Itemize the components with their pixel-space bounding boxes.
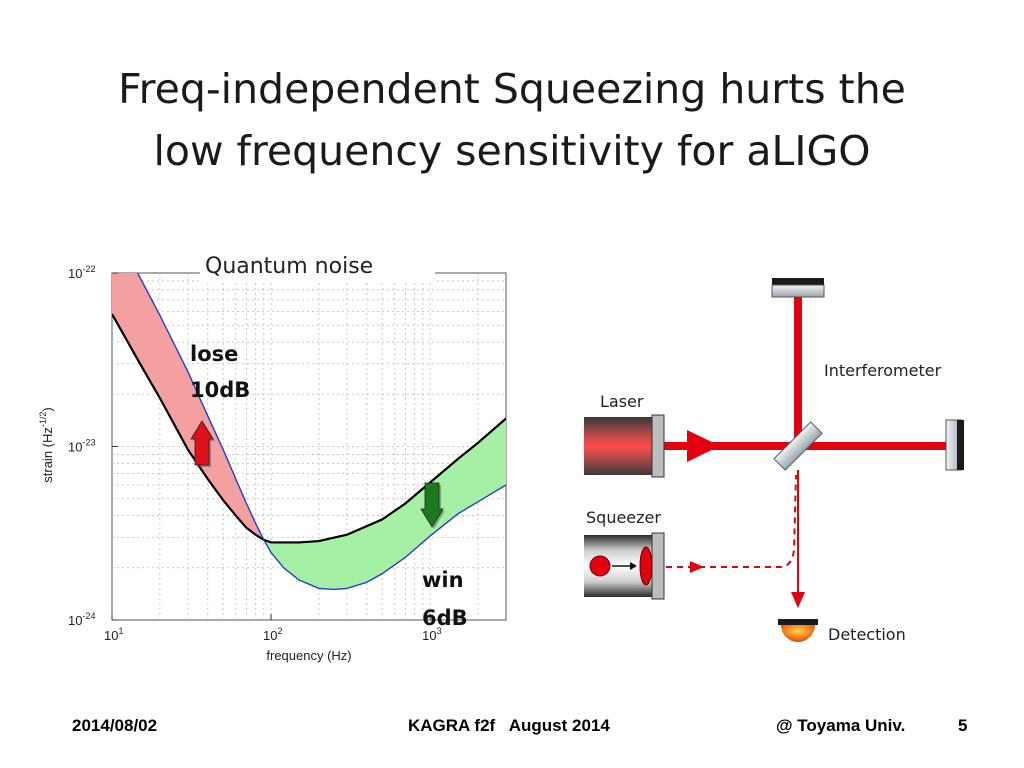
x-tick-label: 101	[104, 626, 123, 643]
down-arrow-icon	[420, 482, 444, 528]
footer-event: KAGRA f2f August 2014	[408, 716, 610, 735]
slide-title: Freq-independent Squeezing hurts the low…	[40, 58, 984, 182]
up-arrow-icon	[190, 420, 214, 466]
lose-region	[112, 273, 264, 540]
title-background	[200, 250, 435, 282]
annotation-value: 10dB	[190, 378, 250, 402]
y-tick-base: 10	[68, 440, 82, 455]
y-tick-exponent: -22	[82, 264, 95, 274]
squeezer-label: Squeezer	[586, 508, 661, 527]
interferometer-diagram: Interferometer Laser Squeezer Detection	[584, 278, 964, 644]
annotations: lose 10dB win 6dB	[190, 342, 468, 630]
win-region	[264, 418, 506, 590]
beamsplitter-icon	[773, 421, 823, 471]
annotation-value: 6dB	[422, 606, 468, 630]
y-tick-label: 10-22	[68, 264, 95, 281]
vertical-arm-beam	[794, 297, 802, 447]
mirror-icon	[771, 278, 825, 298]
x-axis-label: frequency (Hz)	[266, 648, 351, 663]
y-axis-label-exponent: -1/2	[38, 412, 48, 428]
photodetector-icon	[778, 619, 818, 642]
y-tick-exponent: -23	[82, 438, 95, 448]
y-axis-label-text: strain (Hz	[40, 427, 55, 483]
x-tick-base: 10	[422, 628, 436, 643]
x-tick-exponent: 3	[437, 626, 442, 636]
page-number: 5	[958, 716, 968, 735]
footer-affiliation: @ Toyama Univ.	[776, 716, 906, 735]
x-tick-base: 10	[104, 628, 118, 643]
interferometer-label: Interferometer	[824, 361, 942, 380]
slide-title-line-2: low frequency sensitivity for aLIGO	[153, 127, 871, 175]
x-tick-base: 10	[263, 628, 277, 643]
x-tick-exponent: 1	[118, 626, 123, 636]
y-tick-exponent: -24	[82, 611, 95, 621]
series-line-1	[137, 273, 506, 591]
slide-title-line-1: Freq-independent Squeezing hurts the	[118, 65, 906, 113]
x-tick-label: 103	[422, 626, 441, 643]
y-tick-base: 10	[68, 266, 82, 281]
y-tick-base: 10	[68, 613, 82, 628]
y-tick-label: 10-24	[68, 611, 95, 628]
x-tick-exponent: 2	[278, 626, 283, 636]
squeezer-arrow-icon	[690, 561, 704, 573]
laser-label: Laser	[600, 392, 644, 411]
y-axis-label: strain (Hz-1/2)	[38, 407, 55, 482]
y-tick-label: 10-23	[68, 438, 95, 455]
footer-date: 2014/08/02	[72, 716, 158, 735]
y-axis-label-close: )	[40, 407, 55, 411]
laser-icon	[584, 414, 665, 478]
mirror-icon	[945, 419, 964, 471]
annotation-down: win 6dB	[420, 482, 468, 630]
annotation-label: lose	[190, 342, 238, 366]
annotation-up: lose 10dB	[190, 342, 250, 467]
squeezer-icon	[584, 532, 665, 600]
chart-title: Quantum noise	[205, 254, 373, 279]
beam-arrow-icon	[687, 430, 720, 462]
detection-label: Detection	[828, 625, 906, 644]
squeezer-beam	[666, 474, 797, 568]
annotation-label: win	[422, 568, 464, 592]
x-tick-label: 102	[263, 626, 282, 643]
detection-arrow-icon	[791, 592, 805, 608]
